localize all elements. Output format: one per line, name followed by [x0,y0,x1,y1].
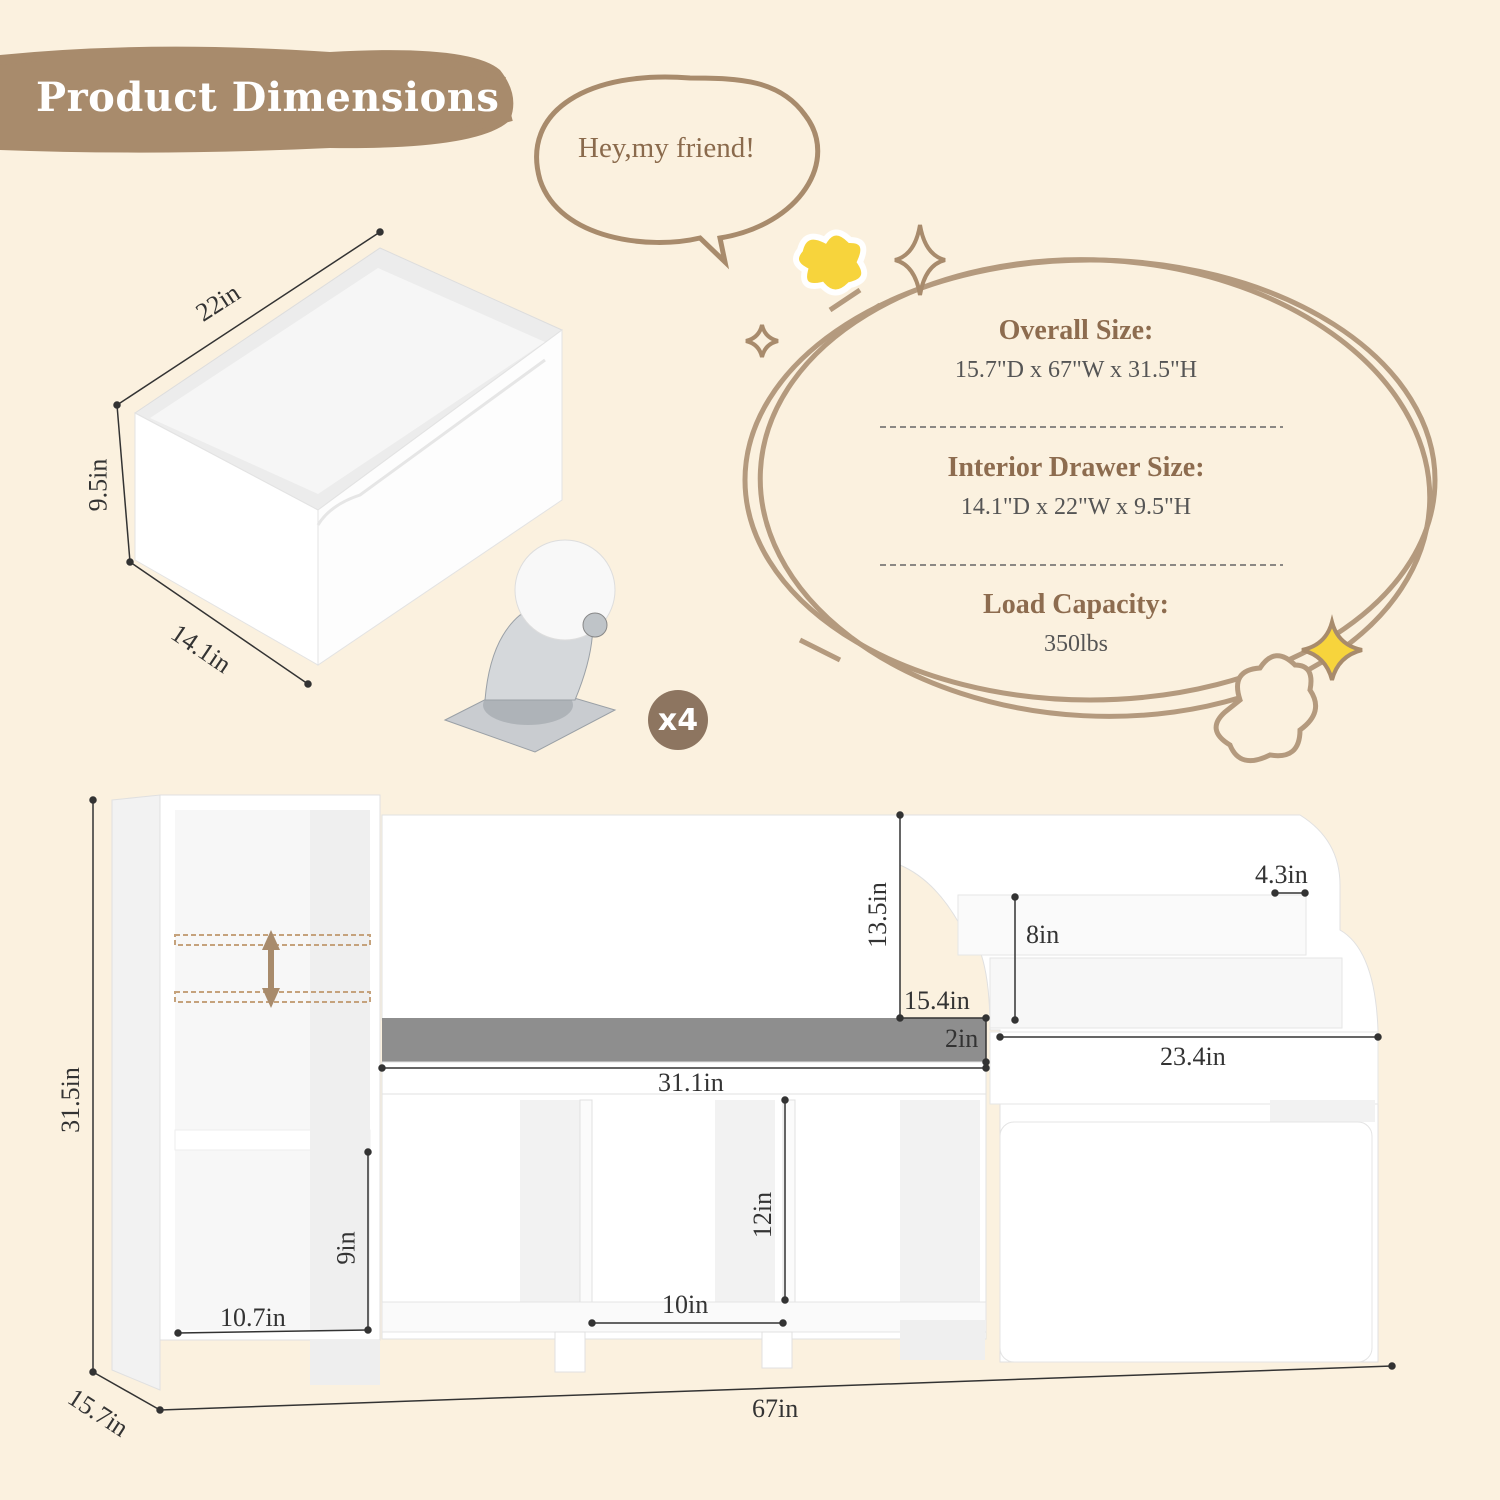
sparkle-icon [894,224,946,296]
page-title: Product Dimensions [36,74,500,121]
weight-badge-number: 350 [620,960,676,990]
cloud-icon [1213,653,1319,764]
spec-label-drawer-size: Interior Drawer Size: [947,452,1205,483]
cushion-thickness-label: 2in [945,1024,979,1053]
weight-badge-unit: lbs [635,988,661,1009]
star-sparkle-icon [1301,614,1363,681]
overall-width-label: 67in [752,1394,799,1423]
caster-wheel-illustration [443,539,617,753]
back-height-label: 13.5in [862,882,892,948]
drawer-height-label: 9.5in [83,458,113,512]
side-shelf-height-label: 9in [331,1231,361,1265]
flower-icon [793,229,868,296]
sparkle-icon [745,324,779,358]
spec-value-overall-size: 15.7"D x 67"W x 31.5"H [954,357,1198,383]
toy-box-width-label: 23.4in [1160,1042,1226,1071]
drawer-dimension-lines [113,228,384,688]
spec-label-load-capacity: Load Capacity: [983,589,1169,620]
drawer-illustration [134,247,563,666]
seat-depth-label: 15.4in [904,986,970,1015]
bench-dimension-lines [89,796,1396,1414]
spec-value-drawer-size: 14.1"D x 22"W x 9.5"H [960,494,1192,520]
caster-count-badge: x4 [648,690,708,750]
book-shelf-depth-label: 4.3in [1255,860,1308,889]
cubby-width-label: 10in [662,1290,709,1319]
spec-frame-scribble [742,257,1438,719]
book-shelf-height-label: 8in [1026,920,1060,949]
cubby-height-label: 12in [748,1191,778,1239]
title-brush-stroke [0,46,514,153]
spec-label-overall-size: Overall Size: [998,315,1154,346]
adjustable-shelf-indicator [174,930,371,1008]
speech-bubble-text: Hey,my friend! [578,132,755,164]
speech-bubble [534,74,821,270]
side-shelf-width-label: 10.7in [220,1303,286,1332]
spec-value-load-capacity: 350lbs [1043,631,1108,657]
overall-height-label: 31.5in [55,1067,85,1133]
bench-illustration [111,794,1379,1391]
seat-width-label: 31.1in [658,1068,724,1097]
